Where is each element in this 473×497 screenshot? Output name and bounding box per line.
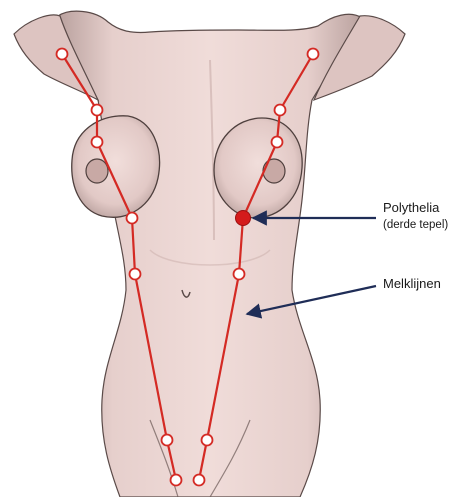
milk-lines-label: Melklijnen	[383, 276, 441, 291]
marker-right-5	[234, 269, 245, 280]
marker-left-2	[92, 105, 103, 116]
marker-left-1	[57, 49, 68, 60]
left-nipple	[86, 159, 108, 183]
marker-left-5	[130, 269, 141, 280]
polythelia-sublabel: (derde tepel)	[383, 219, 448, 231]
left-breast	[72, 116, 160, 217]
marker-right-7	[194, 475, 205, 486]
marker-right-2	[275, 105, 286, 116]
marker-left-6	[162, 435, 173, 446]
marker-left-4	[127, 213, 138, 224]
marker-left-7	[171, 475, 182, 486]
marker-right-1	[308, 49, 319, 60]
marker-right-3	[272, 137, 283, 148]
supernumerary-nipple-marker	[236, 211, 251, 226]
right-breast	[214, 118, 302, 218]
marker-right-6	[202, 435, 213, 446]
right-nipple	[263, 159, 285, 183]
marker-left-3	[92, 137, 103, 148]
polythelia-label: Polythelia	[383, 200, 439, 215]
